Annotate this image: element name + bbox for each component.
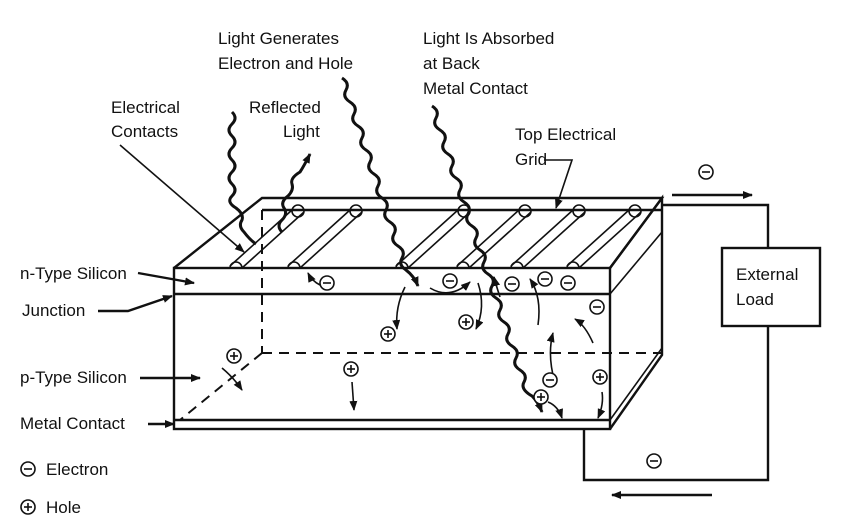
cell-body [172,194,665,431]
right-metal [609,347,663,421]
carrier-arrow [349,381,358,411]
label-n-type: n-Type Silicon [20,264,127,283]
labels: Light Generates Electron and Hole Light … [20,29,798,517]
hole-icon [592,369,608,385]
light-generates-wave [341,76,420,287]
top-grid-leader [544,159,574,209]
right-face [609,194,664,430]
carrier-arrow [574,318,594,344]
carrier-arrow [307,272,321,286]
carrier-arrow [221,367,243,391]
grid-finger [510,204,586,269]
electron-icon [319,275,335,291]
grid-finger [395,204,471,269]
label-light-generates-1: Light Generates [218,29,339,48]
circuit-electron-icon [698,164,714,180]
top-face [173,196,665,269]
grid-finger [456,204,532,269]
electron-icon [589,299,605,315]
carrier-arrow [475,282,484,330]
label-top-grid-2: Grid [515,150,547,169]
hole-icon [343,361,359,377]
right-junction [609,231,663,295]
grid-finger [287,204,363,269]
hole-icon [458,314,474,330]
circuit-bottom-wire [582,326,770,482]
label-reflected-light-1: Reflected [249,98,321,117]
label-metal-contact: Metal Contact [20,414,125,433]
light-absorbed-wave [431,104,544,413]
reflected-light-incoming [227,110,257,246]
electrical-contacts-leader [119,144,245,253]
label-light-absorbed-1: Light Is Absorbed [423,29,554,48]
front-face [172,266,612,431]
circuit-electron-icon [646,453,662,469]
external-load-box [720,246,822,328]
label-p-type: p-Type Silicon [20,368,127,387]
hole-icon [533,389,549,405]
carrier-arrow [392,286,406,330]
carrier-arrow [429,281,471,294]
n-type-leader [137,271,195,286]
legend-hole-label: Hole [46,498,81,517]
legend: Electron Hole [20,460,108,517]
carrier-arrow [547,401,563,419]
carrier-arrow [492,276,501,298]
label-junction: Junction [22,301,85,320]
legend-electron-label: Electron [46,460,108,479]
reflected-light-outgoing [277,153,312,234]
circuit-top-wire [662,203,770,248]
electron-icon [537,271,553,287]
hole-icon [380,326,396,342]
hidden-diagonal [179,352,263,421]
label-external-load-1: External [736,265,798,284]
label-light-generates-2: Electron and Hole [218,54,353,73]
electron-icon [560,275,576,291]
grid-finger [566,204,642,269]
label-reflected-light-2: Light [283,122,320,141]
carrier-arrows [221,272,606,419]
top-electrical-grid [229,204,642,269]
label-external-load-2: Load [736,290,774,309]
leaders [98,144,574,428]
label-electrical-contacts-1: Electrical [111,98,180,117]
carrier-arrow [597,391,606,419]
label-top-grid-1: Top Electrical [515,125,616,144]
external-circuit [582,191,822,499]
label-electrical-contacts-2: Contacts [111,122,178,141]
electron-icon [504,276,520,292]
hole-icon [226,348,242,364]
carrier-arrow [529,278,540,326]
electron-icon [442,273,458,289]
legend-electron-icon [20,461,36,477]
junction-leader [98,294,173,313]
legend-hole-icon [20,499,36,515]
electron-icon [542,372,558,388]
label-light-absorbed-3: Metal Contact [423,79,528,98]
label-light-absorbed-2: at Back [423,54,480,73]
charge-carriers [226,164,714,469]
